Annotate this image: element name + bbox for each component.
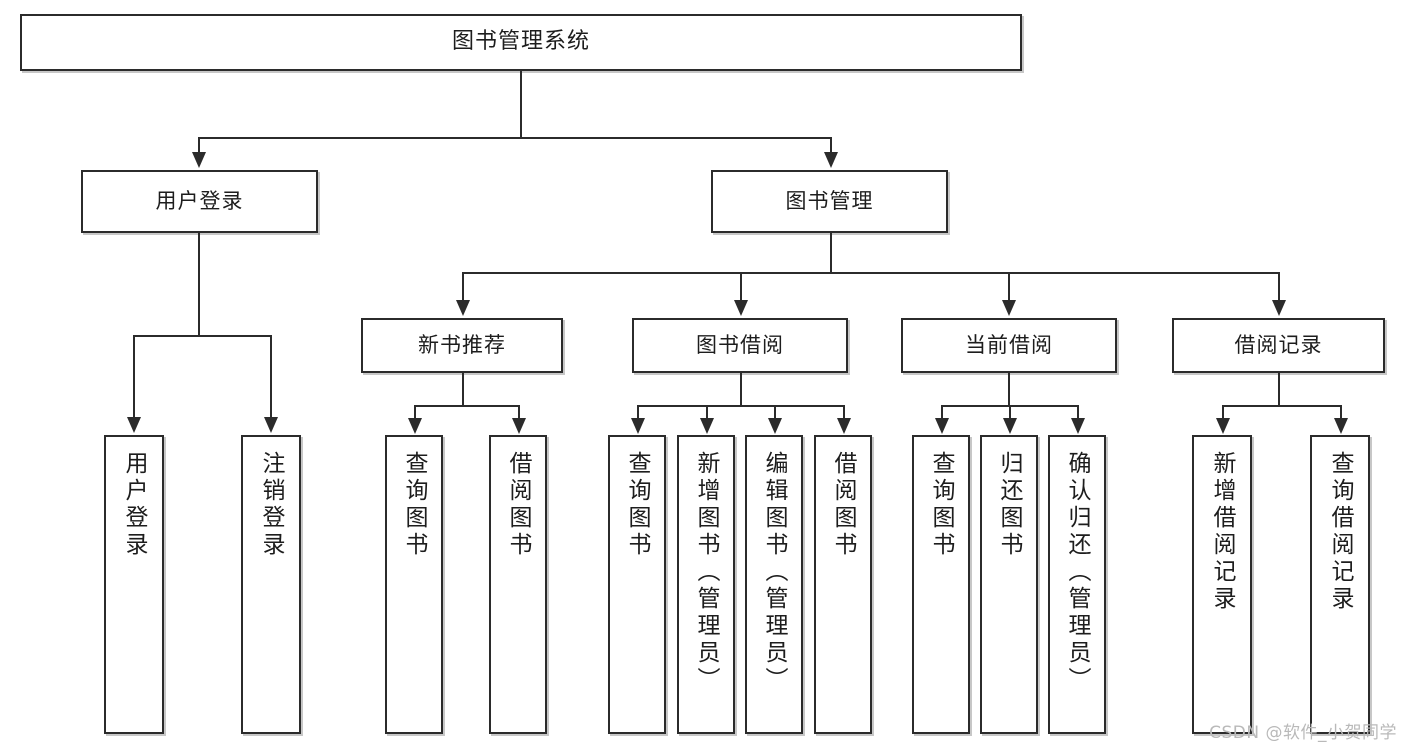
leaf-logout-login[interactable]: 注销登录 <box>241 435 301 734</box>
arrowhead-to-book-manage <box>824 152 838 168</box>
connector-new-book-drop-1 <box>414 405 416 420</box>
connector-book-borrow-drop-2 <box>706 405 708 420</box>
connector-user-login-stem <box>198 233 200 336</box>
arrowhead-to-user-login <box>192 152 206 168</box>
node-book-manage[interactable]: 图书管理 <box>711 170 948 233</box>
leaf-borrow-book-2[interactable]: 借阅图书 <box>814 435 872 734</box>
arrowhead-leaf-borrow-book-1 <box>512 418 526 434</box>
arrowhead-leaf-query-book-1 <box>408 418 422 434</box>
leaf-borrow-book-1[interactable]: 借阅图书 <box>489 435 547 734</box>
node-label: 查询图书 <box>624 451 651 559</box>
arrowhead-leaf-add-book <box>700 418 714 434</box>
node-label: 图书管理系统 <box>451 29 590 55</box>
node-label: 借阅图书 <box>505 451 532 559</box>
connector-user-login-drop-2 <box>270 335 272 419</box>
connector-root-stem <box>520 71 522 138</box>
connector-book-manage-drop-3 <box>1008 272 1010 302</box>
connector-current-borrow-drop-3 <box>1077 405 1079 420</box>
node-root-book-management-system[interactable]: 图书管理系统 <box>20 14 1022 71</box>
node-label: 查询图书 <box>401 451 428 559</box>
leaf-query-record[interactable]: 查询借阅记录 <box>1310 435 1370 734</box>
node-label: 编辑图书（管理员） <box>761 451 788 694</box>
connector-book-borrow-drop-4 <box>843 405 845 420</box>
connector-current-borrow-drop-1 <box>941 405 943 420</box>
node-label: 借阅图书 <box>830 451 857 559</box>
connector-book-borrow-drop-1 <box>637 405 639 420</box>
node-label: 查询借阅记录 <box>1327 451 1354 613</box>
node-label: 查询图书 <box>928 451 955 559</box>
node-label: 确认归还（管理员） <box>1064 451 1091 694</box>
connector-user-login-drop-1 <box>133 335 135 419</box>
arrowhead-to-borrow-record <box>1272 300 1286 316</box>
arrowhead-leaf-add-record <box>1216 418 1230 434</box>
node-label: 图书管理 <box>785 188 874 213</box>
connector-borrow-record-drop-1 <box>1222 405 1224 420</box>
connector-user-login-bar <box>133 335 271 337</box>
node-user-login[interactable]: 用户登录 <box>81 170 318 233</box>
watermark-text: CSDN @软件_小贺同学 <box>1209 723 1397 743</box>
leaf-user-login[interactable]: 用户登录 <box>104 435 164 734</box>
node-current-borrow[interactable]: 当前借阅 <box>901 318 1117 373</box>
connector-book-manage-stem <box>830 233 832 273</box>
node-borrow-record[interactable]: 借阅记录 <box>1172 318 1385 373</box>
connector-book-borrow-stem <box>740 373 742 407</box>
connector-book-manage-bar <box>462 272 1280 274</box>
connector-root-bar <box>198 137 832 139</box>
leaf-confirm-return[interactable]: 确认归还（管理员） <box>1048 435 1106 734</box>
connector-new-book-drop-2 <box>518 405 520 420</box>
connector-new-book-stem <box>462 373 464 407</box>
node-label: 当前借阅 <box>965 332 1053 357</box>
connector-current-borrow-stem <box>1008 373 1010 407</box>
arrowhead-to-book-borrow <box>734 300 748 316</box>
arrowhead-leaf-user-login <box>127 417 141 433</box>
node-label: 归还图书 <box>996 451 1023 559</box>
arrowhead-leaf-logout-login <box>264 417 278 433</box>
arrowhead-leaf-borrow-book-2 <box>837 418 851 434</box>
arrowhead-to-new-book-recommend <box>456 300 470 316</box>
connector-new-book-bar <box>414 405 518 407</box>
arrowhead-leaf-query-book-3 <box>935 418 949 434</box>
node-label: 新增图书（管理员） <box>693 451 720 694</box>
connector-borrow-record-bar <box>1222 405 1340 407</box>
connector-book-manage-drop-2 <box>740 272 742 302</box>
arrowhead-leaf-query-book-2 <box>631 418 645 434</box>
node-label: 注销登录 <box>258 451 285 559</box>
connector-root-to-user-login <box>198 137 200 154</box>
connector-book-borrow-drop-3 <box>774 405 776 420</box>
node-label: 新增借阅记录 <box>1209 451 1236 613</box>
connector-book-manage-drop-4 <box>1278 272 1280 302</box>
arrowhead-leaf-confirm-return <box>1071 418 1085 434</box>
node-book-borrow[interactable]: 图书借阅 <box>632 318 848 373</box>
leaf-query-book-1[interactable]: 查询图书 <box>385 435 443 734</box>
node-new-book-recommend[interactable]: 新书推荐 <box>361 318 563 373</box>
connector-root-to-book-manage <box>830 137 832 154</box>
leaf-add-record[interactable]: 新增借阅记录 <box>1192 435 1252 734</box>
arrowhead-leaf-edit-book <box>768 418 782 434</box>
node-label: 用户登录 <box>121 451 148 559</box>
leaf-query-book-2[interactable]: 查询图书 <box>608 435 666 734</box>
leaf-return-book[interactable]: 归还图书 <box>980 435 1038 734</box>
node-label: 借阅记录 <box>1234 332 1323 357</box>
connector-borrow-record-drop-2 <box>1340 405 1342 420</box>
arrowhead-leaf-return-book <box>1003 418 1017 434</box>
connector-book-borrow-bar <box>637 405 843 407</box>
node-label: 新书推荐 <box>418 332 506 357</box>
leaf-add-book[interactable]: 新增图书（管理员） <box>677 435 735 734</box>
connector-borrow-record-stem <box>1278 373 1280 407</box>
leaf-edit-book[interactable]: 编辑图书（管理员） <box>745 435 803 734</box>
node-label: 图书借阅 <box>696 332 784 357</box>
arrowhead-to-current-borrow <box>1002 300 1016 316</box>
connector-book-manage-drop-1 <box>462 272 464 302</box>
node-label: 用户登录 <box>155 188 244 213</box>
leaf-query-book-3[interactable]: 查询图书 <box>912 435 970 734</box>
arrowhead-leaf-query-record <box>1334 418 1348 434</box>
connector-current-borrow-drop-2 <box>1009 405 1011 420</box>
